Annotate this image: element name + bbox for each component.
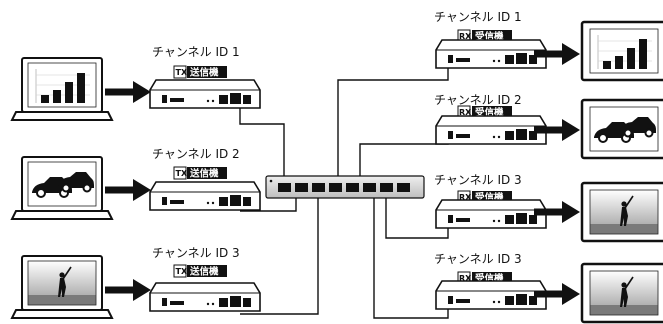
receiver-unit-2 bbox=[435, 115, 547, 145]
transmitter-unit-2 bbox=[149, 181, 261, 211]
bar-chart-icon bbox=[27, 62, 97, 108]
cables bbox=[239, 68, 449, 319]
svg-text:送信機: 送信機 bbox=[189, 67, 219, 79]
tx1-channel-label: チャンネル ID 1 bbox=[152, 45, 240, 59]
display-tv-1 bbox=[580, 20, 663, 82]
display-tv-3 bbox=[580, 181, 663, 243]
switch-ports bbox=[278, 183, 410, 192]
source-laptop-1 bbox=[11, 57, 113, 121]
receiver-unit-1 bbox=[435, 39, 547, 69]
arrow-right-icon bbox=[105, 279, 151, 301]
arrow-right-icon bbox=[105, 179, 151, 201]
cars-icon bbox=[27, 161, 97, 207]
cable-tx1 bbox=[239, 104, 285, 183]
rx3-channel-label: チャンネル ID 3 bbox=[434, 173, 522, 187]
cable-rx3 bbox=[385, 194, 449, 239]
network-switch bbox=[265, 175, 425, 199]
display-tv-4 bbox=[580, 262, 663, 324]
tx2-channel-label: チャンネル ID 2 bbox=[152, 147, 240, 161]
transmitter-unit-1 bbox=[149, 79, 261, 109]
rx1-channel-label: チャンネル ID 1 bbox=[434, 10, 522, 24]
svg-text:RX: RX bbox=[459, 108, 472, 117]
bar-chart-icon bbox=[589, 28, 659, 74]
rx2-channel-label: チャンネル ID 2 bbox=[434, 93, 522, 107]
cable-tx3 bbox=[240, 194, 319, 315]
svg-text:RX: RX bbox=[459, 193, 472, 202]
receiver-unit-4 bbox=[435, 280, 547, 310]
tx3-badge: TX 送信機 bbox=[173, 264, 227, 278]
rx4-channel-label: チャンネル ID 3 bbox=[434, 252, 522, 266]
svg-text:RX: RX bbox=[459, 32, 472, 41]
baseball-batter-icon bbox=[589, 270, 659, 316]
cars-icon bbox=[589, 106, 659, 152]
cable-rx1 bbox=[337, 68, 449, 183]
svg-text:TX: TX bbox=[176, 169, 188, 178]
tx3-channel-label: チャンネル ID 3 bbox=[152, 246, 240, 260]
svg-text:送信機: 送信機 bbox=[189, 168, 219, 180]
svg-text:TX: TX bbox=[176, 68, 188, 77]
receiver-unit-3 bbox=[435, 199, 547, 229]
source-laptop-3 bbox=[11, 255, 113, 319]
baseball-batter-icon bbox=[27, 260, 97, 306]
tx1-badge: TX 送信機 bbox=[173, 65, 227, 79]
source-laptop-2 bbox=[11, 156, 113, 220]
transmitter-unit-3 bbox=[149, 282, 261, 312]
display-tv-2 bbox=[580, 98, 663, 160]
cable-tx2 bbox=[240, 194, 297, 212]
tx2-badge: TX 送信機 bbox=[173, 166, 227, 180]
svg-text:RX: RX bbox=[459, 274, 472, 283]
svg-text:送信機: 送信機 bbox=[189, 266, 219, 278]
cable-rx4 bbox=[373, 194, 449, 319]
svg-text:TX: TX bbox=[176, 267, 188, 276]
baseball-batter-icon bbox=[589, 189, 659, 235]
arrow-right-icon bbox=[105, 81, 151, 103]
